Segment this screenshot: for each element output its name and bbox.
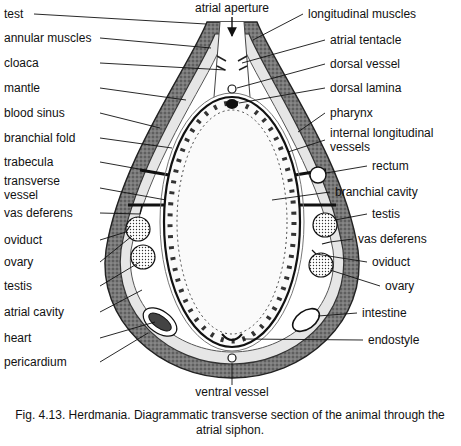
- pericardium: [138, 302, 182, 342]
- right-testis: [313, 213, 337, 237]
- part-label: vas deferens: [4, 206, 73, 220]
- pharynx-wall: [164, 97, 300, 347]
- part-label: branchial fold: [4, 131, 75, 145]
- part-label: rectum: [372, 159, 409, 173]
- left-ducts: [126, 205, 142, 232]
- part-label: internal longitudinal vessels: [330, 126, 456, 154]
- aperture-arrow: [231, 17, 232, 36]
- right-ovary: [309, 253, 333, 277]
- right-ducts: [312, 242, 330, 254]
- test-layer: [105, 22, 359, 378]
- part-label: ovary: [385, 279, 414, 293]
- part-label: transverse vessel: [4, 174, 70, 202]
- part-label: oviduct: [4, 233, 42, 247]
- part-label: annular muscles: [4, 31, 91, 45]
- part-label: branchial cavity: [335, 185, 418, 199]
- part-label: ovary: [4, 255, 33, 269]
- part-label: oviduct: [372, 255, 410, 269]
- dorsal-lamina: [226, 99, 238, 109]
- part-label: dorsal lamina: [330, 81, 401, 95]
- leader-lines: [34, 14, 380, 385]
- part-label: atrial cavity: [4, 305, 64, 319]
- part-label: longitudinal muscles: [308, 7, 416, 21]
- part-label: pharynx: [330, 106, 373, 120]
- rectum: [310, 167, 326, 183]
- dorsal-vessel: [228, 85, 236, 93]
- part-label: pericardium: [4, 355, 67, 369]
- part-label: ventral vessel: [195, 385, 268, 399]
- longitudinal-vessels: [177, 110, 287, 334]
- branchial-folds: [170, 103, 294, 341]
- blood-sinus-ring: [160, 93, 304, 351]
- figure-caption: Fig. 4.13. Herdmania. Diagrammatic trans…: [10, 408, 450, 438]
- endostyle: [222, 334, 242, 340]
- part-label: atrial tentacle: [330, 33, 401, 47]
- part-label: dorsal vessel: [330, 57, 400, 71]
- part-label: heart: [4, 331, 31, 345]
- part-label: intestine: [362, 306, 407, 320]
- part-label: trabecula: [4, 155, 53, 169]
- heart: [146, 310, 174, 335]
- part-label: atrial aperture: [195, 1, 269, 15]
- part-label: blood sinus: [4, 106, 65, 120]
- part-label: endostyle: [368, 333, 419, 347]
- part-label: cloaca: [4, 56, 39, 70]
- part-label: test: [4, 7, 23, 21]
- part-label: testis: [372, 207, 400, 221]
- part-label: vas deferens: [358, 232, 427, 246]
- part-label: mantle: [4, 81, 40, 95]
- intestine: [289, 304, 324, 336]
- ventral-vessel: [228, 354, 236, 362]
- part-label: testis: [4, 279, 32, 293]
